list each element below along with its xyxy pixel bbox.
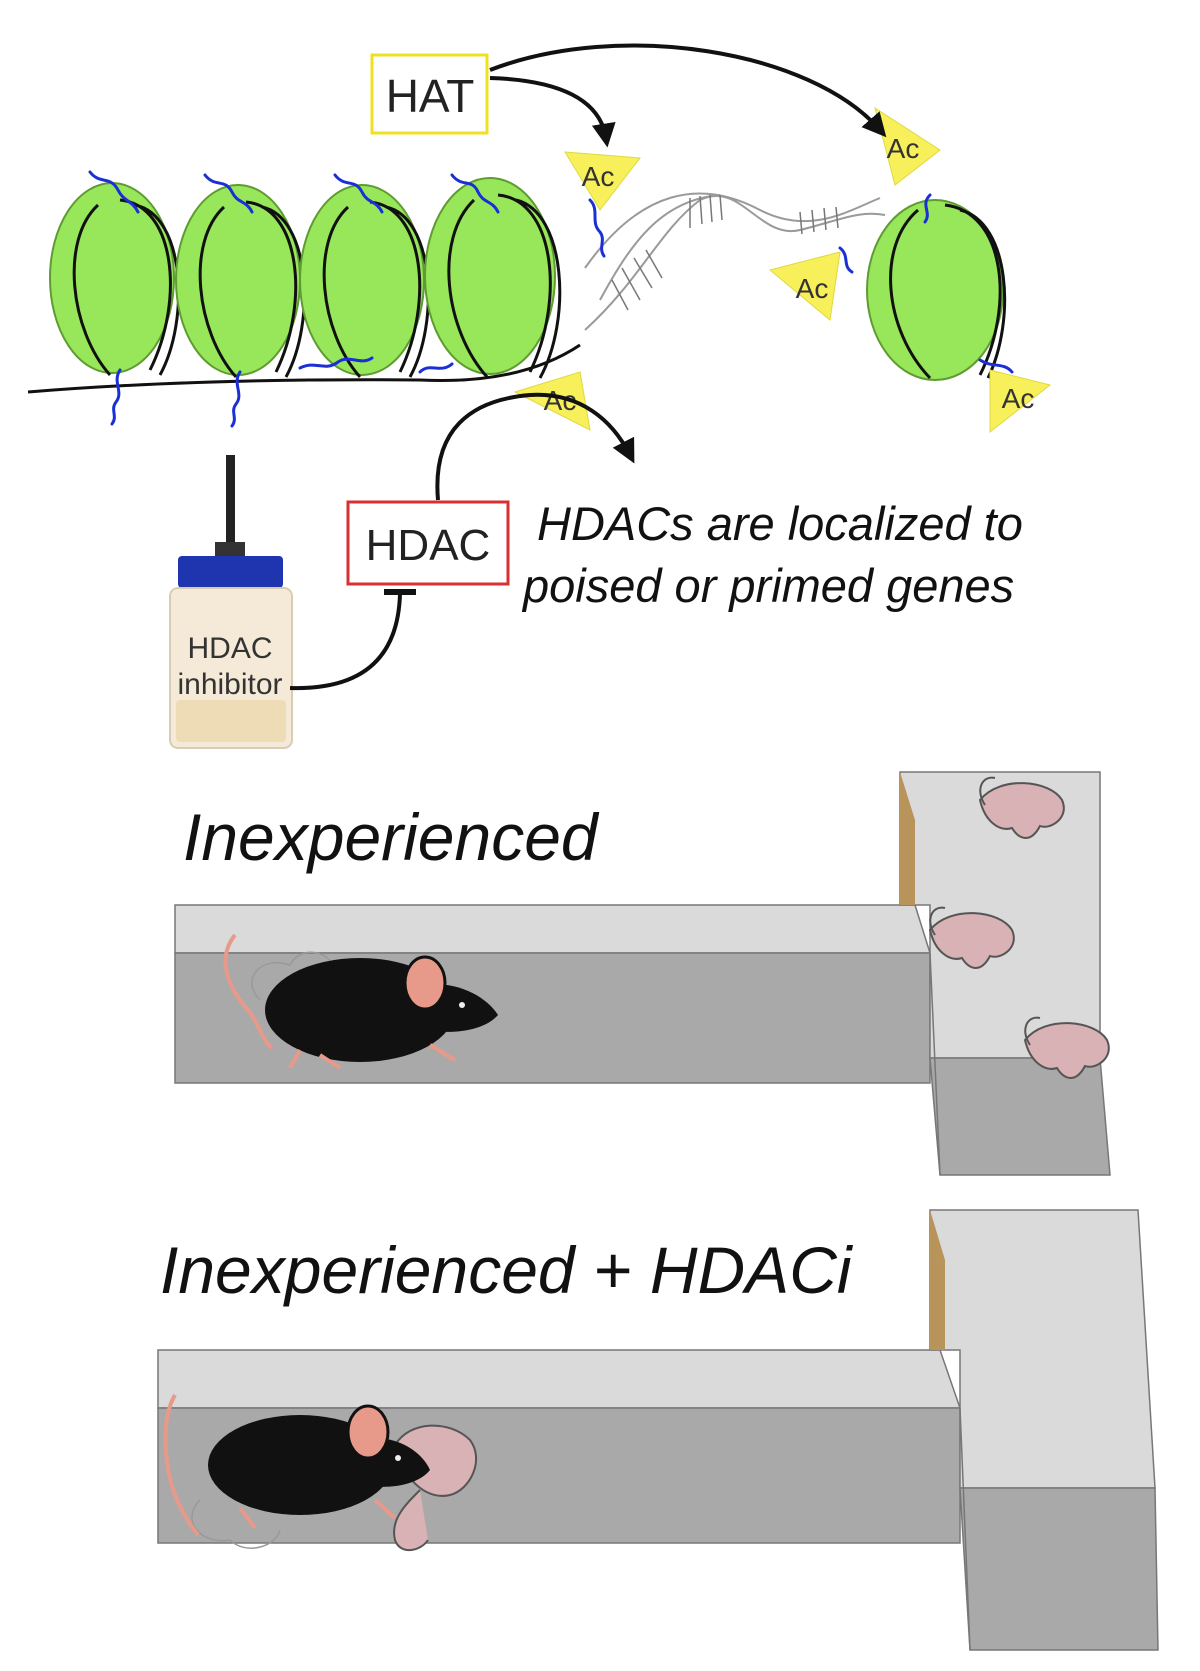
inhibitor-arrow bbox=[289, 593, 402, 691]
hdac-removal-arrow bbox=[435, 392, 635, 501]
mouse-1 bbox=[223, 933, 498, 1070]
hdac-inhibitor-bottle: HDAC inhibitor bbox=[169, 455, 293, 749]
caption-line-2: poised or primed genes bbox=[521, 559, 1014, 612]
histone-tails bbox=[88, 170, 1014, 428]
pup-1 bbox=[978, 776, 1065, 839]
svg-text:Ac: Ac bbox=[796, 273, 829, 304]
svg-text:Ac: Ac bbox=[887, 133, 920, 164]
condition-label-inexperienced-hdaci: Inexperienced + HDACi bbox=[160, 1233, 854, 1307]
acetyl-group-3: Ac bbox=[768, 251, 841, 321]
acetyl-group-1: Ac bbox=[564, 151, 641, 211]
nucleosome-open bbox=[866, 199, 1007, 381]
pup-3 bbox=[1023, 1016, 1110, 1079]
hat-arrow-to-ac2 bbox=[489, 43, 887, 138]
svg-text:inhibitor: inhibitor bbox=[177, 668, 282, 701]
svg-text:HAT: HAT bbox=[386, 70, 475, 122]
dna-double-helix bbox=[584, 192, 886, 331]
nucleosome-4 bbox=[424, 177, 562, 380]
svg-text:HDAC: HDAC bbox=[366, 521, 491, 570]
nucleosome-3 bbox=[299, 184, 430, 378]
pup-2 bbox=[928, 906, 1015, 969]
hdac-box: HDAC bbox=[346, 500, 510, 586]
nucleosome-2 bbox=[175, 184, 306, 378]
mouse-2 bbox=[163, 1393, 430, 1549]
nucleosome-1 bbox=[49, 182, 181, 376]
svg-text:Ac: Ac bbox=[1002, 383, 1035, 414]
svg-text:Ac: Ac bbox=[582, 161, 615, 192]
hat-box: HAT bbox=[370, 53, 489, 135]
svg-text:HDAC: HDAC bbox=[187, 632, 272, 665]
caption-line-1: HDACs are localized to bbox=[537, 497, 1023, 550]
acetyl-group-4: Ac bbox=[989, 369, 1052, 434]
condition-label-inexperienced: Inexperienced bbox=[183, 800, 600, 874]
dna-strand bbox=[27, 343, 581, 394]
acetyl-group-2: Ac bbox=[874, 106, 941, 186]
hat-arrow-to-ac1 bbox=[489, 76, 616, 148]
acetyl-group-5: Ac bbox=[513, 371, 591, 431]
